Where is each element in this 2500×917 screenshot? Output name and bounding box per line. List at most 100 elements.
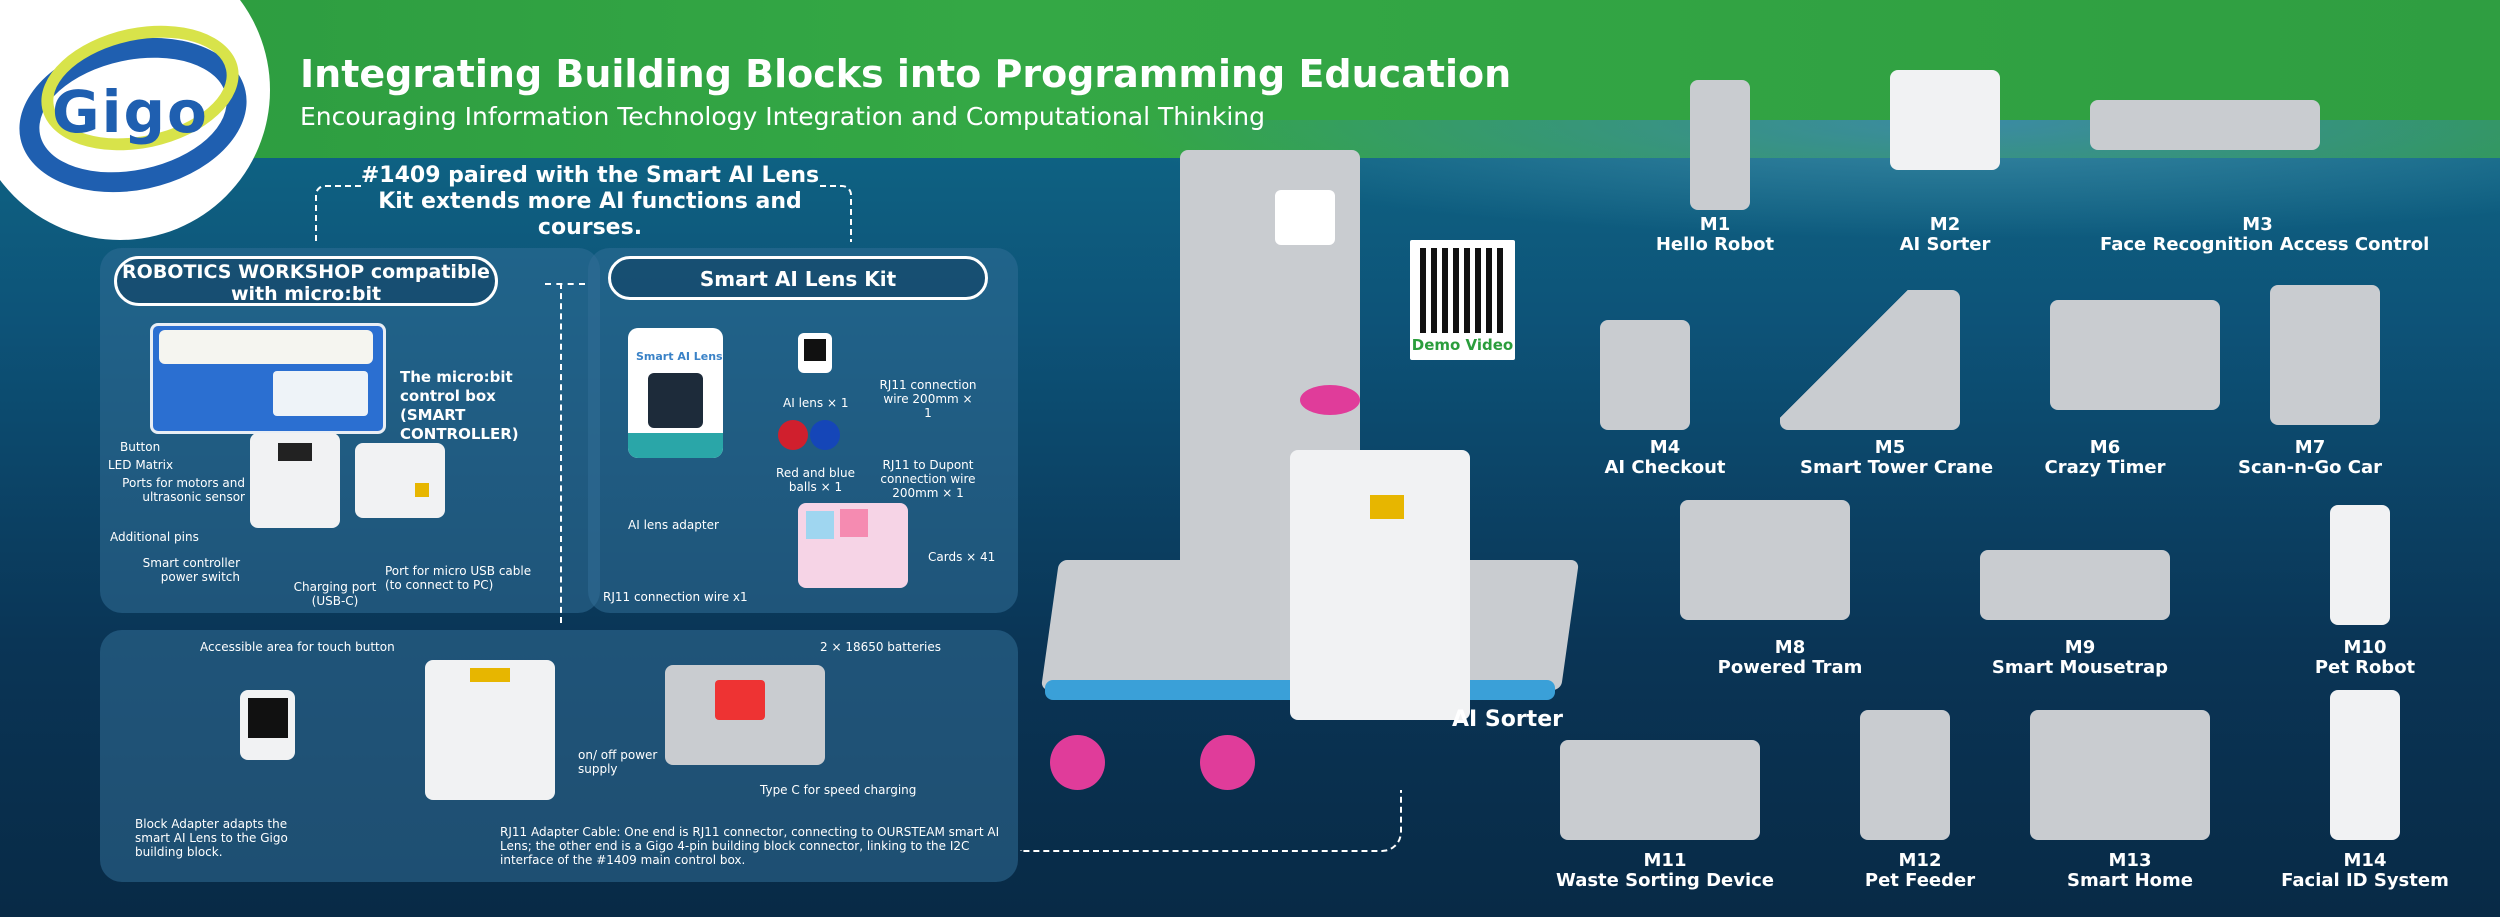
kit-box-image — [150, 323, 386, 434]
red-ball-image — [778, 420, 808, 450]
blue-ball-image — [810, 420, 840, 450]
label-rj11-wire: RJ11 connection wire x1 — [603, 590, 748, 604]
model-name: Crazy Timer — [2044, 457, 2166, 478]
label-balls: Red and blue balls × 1 — [776, 466, 855, 494]
lens-box-image: Smart AI Lens — [628, 328, 723, 458]
model-code: M10 — [2343, 637, 2387, 658]
label-ports: Ports for motors and ultrasonic sensor — [122, 476, 245, 504]
robotics-panel: ROBOTICS WORKSHOP compatible with micro:… — [100, 248, 600, 613]
label-button: Button — [120, 440, 161, 454]
m3-image — [2090, 100, 2320, 150]
qr-label: Demo Video — [1411, 336, 1514, 354]
model-code: M11 — [1643, 850, 1687, 871]
label-touch-area: Accessible area for touch button — [200, 640, 395, 654]
ai-lens-image — [798, 333, 832, 373]
model-code: M14 — [2343, 850, 2387, 871]
model-code: M2 — [1929, 214, 1961, 235]
model-name: Facial ID System — [2281, 870, 2449, 891]
callout-arrow-left — [315, 185, 362, 242]
page-subtitle: Encouraging Information Technology Integ… — [300, 102, 1266, 131]
model-name: Hello Robot — [1655, 234, 1775, 255]
m6-image — [2050, 300, 2220, 410]
battery-box-image — [665, 665, 825, 765]
connector-dash-v — [560, 283, 562, 623]
model-name: Scan-n-Go Car — [2238, 457, 2382, 478]
m4-image — [1600, 320, 1690, 430]
label-batteries: 2 × 18650 batteries — [820, 640, 941, 654]
m9-image — [1980, 550, 2170, 620]
model-code: M5 — [1874, 437, 1906, 458]
controller-side-image — [355, 443, 445, 518]
gear-part-2 — [1200, 735, 1255, 790]
label-lens-adapter: AI lens adapter — [628, 518, 719, 532]
connector-dash-h — [545, 283, 585, 285]
model-name: Face Recognition Access Control — [2100, 234, 2430, 255]
model-code: M7 — [2294, 437, 2326, 458]
model-name: AI Sorter — [1899, 234, 1991, 255]
label-usb-port: Port for micro USB cable (to connect to … — [385, 564, 532, 592]
label-typec: Type C for speed charging — [760, 783, 917, 797]
label-onoff: on/ off power supply — [578, 748, 658, 776]
m8-image — [1680, 500, 1850, 620]
controller-title: The micro:bit control box (SMART CONTROL… — [400, 368, 519, 443]
model-code: M8 — [1774, 637, 1806, 658]
page-title: Integrating Building Blocks into Program… — [300, 52, 1512, 96]
callout-arrow-right — [820, 185, 852, 242]
model-code: M6 — [2089, 437, 2121, 458]
label-power-switch: Smart controller power switch — [142, 556, 240, 584]
model-name: Smart Mousetrap — [1991, 657, 2169, 678]
label-ai-lens: AI lens × 1 — [783, 396, 849, 410]
label-rj11-200: RJ11 connection wire 200mm × 1 — [879, 378, 977, 420]
model-name: AI Checkout — [1604, 457, 1726, 478]
label-charging-port: Charging port (USB-C) — [293, 580, 377, 608]
model-code: M13 — [2108, 850, 2152, 871]
model-name: Powered Tram — [1717, 657, 1863, 678]
label-rj11-dupont: RJ11 to Dupont connection wire 200mm × 1 — [880, 458, 976, 500]
model-code: M1 — [1699, 214, 1731, 235]
lens-heading: Smart AI Lens Kit — [608, 256, 988, 300]
m13-image — [2030, 710, 2210, 840]
m1-image — [1690, 80, 1750, 210]
model-code: M12 — [1898, 850, 1942, 871]
m5-image — [1780, 290, 1960, 430]
m10-image — [2330, 505, 2390, 625]
gear-part-1 — [1050, 735, 1105, 790]
model-code: M4 — [1649, 437, 1681, 458]
model-code: M3 — [2242, 214, 2273, 235]
model-name: Pet Robot — [2314, 657, 2416, 678]
m2-image — [1890, 70, 2000, 170]
model-name: Smart Home — [2066, 870, 2193, 891]
logo-wordmark: Gigo — [52, 78, 209, 146]
model-code: M9 — [2064, 637, 2096, 658]
robotics-heading: ROBOTICS WORKSHOP compatible with micro:… — [114, 256, 498, 306]
m11-image — [1560, 740, 1760, 840]
m12-image — [1860, 710, 1950, 840]
label-cards: Cards × 41 — [928, 550, 996, 564]
qr-code[interactable]: Demo Video — [1410, 240, 1515, 360]
m14-image — [2330, 690, 2400, 840]
ai-lens-block-image — [240, 690, 295, 760]
m7-image — [2270, 285, 2380, 425]
label-block-adapter: Block Adapter adapts the smart AI Lens t… — [135, 817, 288, 859]
adapter-panel: Accessible area for touch button 2 × 186… — [100, 630, 1018, 882]
gear-pink-image — [1300, 385, 1360, 415]
ai-sorter-arrow — [1020, 790, 1402, 852]
controller-front-image — [250, 433, 340, 528]
model-name: Pet Feeder — [1864, 870, 1976, 891]
callout-text: #1409 paired with the Smart AI Lens Kit … — [360, 163, 820, 240]
cards-image — [798, 503, 908, 588]
lens-panel: Smart AI Lens Kit Smart AI Lens AI lens … — [588, 248, 1018, 613]
